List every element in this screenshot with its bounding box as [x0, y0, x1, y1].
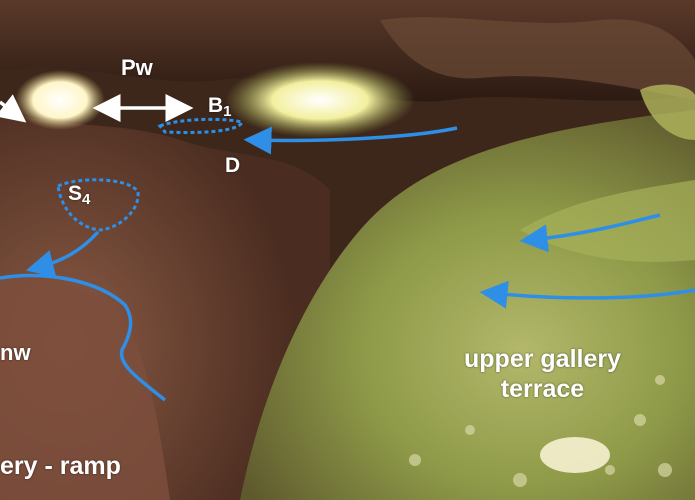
- label-upper-line1: upper gallery: [464, 345, 621, 373]
- flow-arrow-upper-2: [479, 280, 695, 309]
- label-s4-main: S: [68, 182, 83, 205]
- label-gallery-ramp: ery - ramp: [0, 452, 121, 480]
- ramp-boundary-line: [0, 273, 167, 402]
- flow-arrow-s4: [25, 230, 100, 278]
- flow-arrow-upper-1: [519, 213, 661, 253]
- label-d: D: [225, 154, 241, 177]
- s4-basin-outline: [56, 178, 140, 232]
- entry-arrow: [0, 94, 27, 123]
- label-b1-subscript: 1: [223, 103, 232, 121]
- label-upper-gallery-terrace: upper gallery terrace: [464, 344, 621, 404]
- label-nw: nw: [0, 340, 31, 365]
- flow-arrow-b1: [243, 126, 458, 155]
- label-s4: S4: [68, 182, 91, 209]
- label-upper-line2: terrace: [500, 375, 585, 403]
- label-pw: Pw: [121, 55, 153, 80]
- label-b1-main: B: [208, 94, 224, 117]
- b1-basin-outline: [157, 117, 244, 134]
- label-s4-subscript: 4: [82, 191, 91, 209]
- label-b1: B1: [208, 94, 232, 121]
